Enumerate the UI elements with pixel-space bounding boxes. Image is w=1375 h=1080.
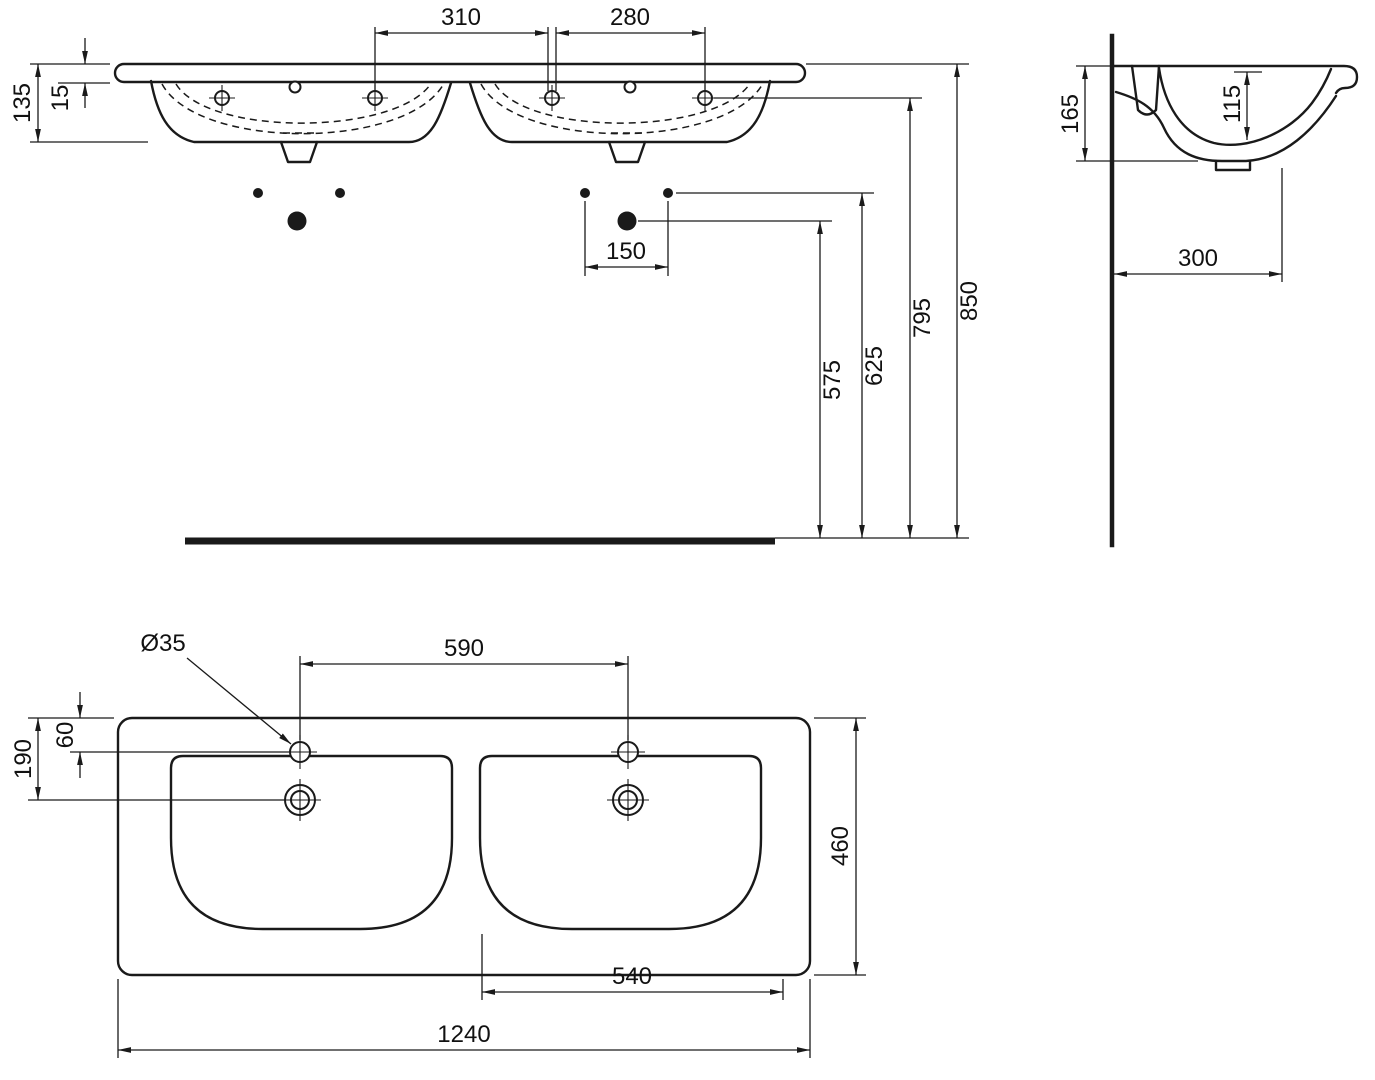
basin-top-slab: [113, 62, 807, 84]
overflow-outlet: [279, 140, 319, 164]
dim-590-label: 590: [444, 635, 484, 662]
drain-flange: [1214, 159, 1252, 172]
dim-575: 575: [638, 220, 846, 538]
dim-300-label: 300: [1178, 245, 1218, 272]
dim-590: 590: [299, 635, 629, 740]
dim-460-label: 460: [827, 826, 854, 866]
dim-795: 795: [714, 97, 936, 538]
dim-diameter-label: Ø35: [140, 630, 185, 657]
drain-dot: [287, 211, 307, 231]
mounting-points: [253, 188, 673, 231]
left-bowl-plan: [169, 754, 454, 931]
dim-280: 280: [555, 4, 706, 91]
dim-300: 300: [1114, 168, 1283, 282]
dim-190-label: 190: [10, 739, 37, 779]
right-bowl-outline: [468, 79, 772, 144]
dim-135: 135: [9, 63, 148, 143]
dim-1240: 1240: [117, 979, 811, 1058]
basin-outline-plan: [116, 716, 812, 977]
front-view: 310 280 135 15 150 575: [9, 4, 983, 545]
drain-hole-left-plan: [279, 779, 321, 821]
dim-310: 310: [374, 4, 549, 91]
overflow-outlet: [607, 140, 647, 164]
inner-bowl-surface: [1157, 66, 1333, 146]
dim-190: 190: [10, 718, 284, 801]
dashed-bowl-curve: [480, 83, 763, 135]
dim-625: 625: [676, 192, 888, 538]
dim-15-label: 15: [47, 85, 74, 112]
center-hole: [623, 80, 637, 94]
dim-165: 165: [1057, 65, 1198, 162]
dim-60-label: 60: [52, 722, 79, 749]
mounting-dot: [335, 188, 345, 198]
dim-540: 540: [481, 934, 784, 1000]
dim-1240-label: 1240: [437, 1021, 490, 1048]
dashed-bowl-curve: [161, 83, 444, 135]
dim-625-label: 625: [861, 346, 888, 386]
dim-310-label: 310: [441, 4, 481, 31]
dim-540-label: 540: [612, 963, 652, 990]
basin-top-rim: [1112, 64, 1359, 95]
dim-150-label: 150: [606, 238, 646, 265]
dashed-bowl-curve: [494, 83, 750, 124]
dim-850: 850: [806, 63, 983, 538]
dim-60: 60: [28, 692, 289, 778]
drain-hole-right-plan: [607, 779, 649, 821]
dim-15: 15: [47, 38, 110, 111]
dashed-bowl-curve: [175, 83, 431, 124]
leader-line: [186, 657, 292, 745]
mounting-dot: [253, 188, 263, 198]
dim-diameter-35: Ø35: [140, 630, 292, 745]
dim-135-label: 135: [9, 83, 36, 123]
side-view: 165 115 300: [1057, 33, 1359, 548]
dim-280-label: 280: [610, 4, 650, 31]
center-hole: [288, 80, 302, 94]
dim-795-label: 795: [909, 298, 936, 338]
tap-hole-right-plan: [611, 735, 645, 769]
dim-165-label: 165: [1057, 94, 1084, 134]
overflow-outlets: [279, 140, 647, 164]
dim-460: 460: [814, 717, 866, 976]
dim-575-label: 575: [819, 360, 846, 400]
dim-850-label: 850: [956, 281, 983, 321]
dim-115-label: 115: [1219, 85, 1246, 123]
mounting-dot: [663, 188, 673, 198]
drain-dot: [617, 211, 637, 231]
right-bowl-plan: [478, 754, 763, 931]
mounting-dot: [580, 188, 590, 198]
basin-section-profile: [1112, 64, 1359, 172]
tap-holes-front: [209, 80, 718, 111]
plan-view: Ø35 590 60 190 460: [10, 630, 866, 1058]
dim-115: 115: [1219, 71, 1262, 140]
dim-150: 150: [584, 201, 669, 276]
left-bowl-outline: [149, 79, 453, 144]
inner-bowl-dashed-lines: [161, 83, 763, 135]
tap-channel: [1130, 64, 1161, 116]
outer-shell: [1114, 90, 1338, 163]
